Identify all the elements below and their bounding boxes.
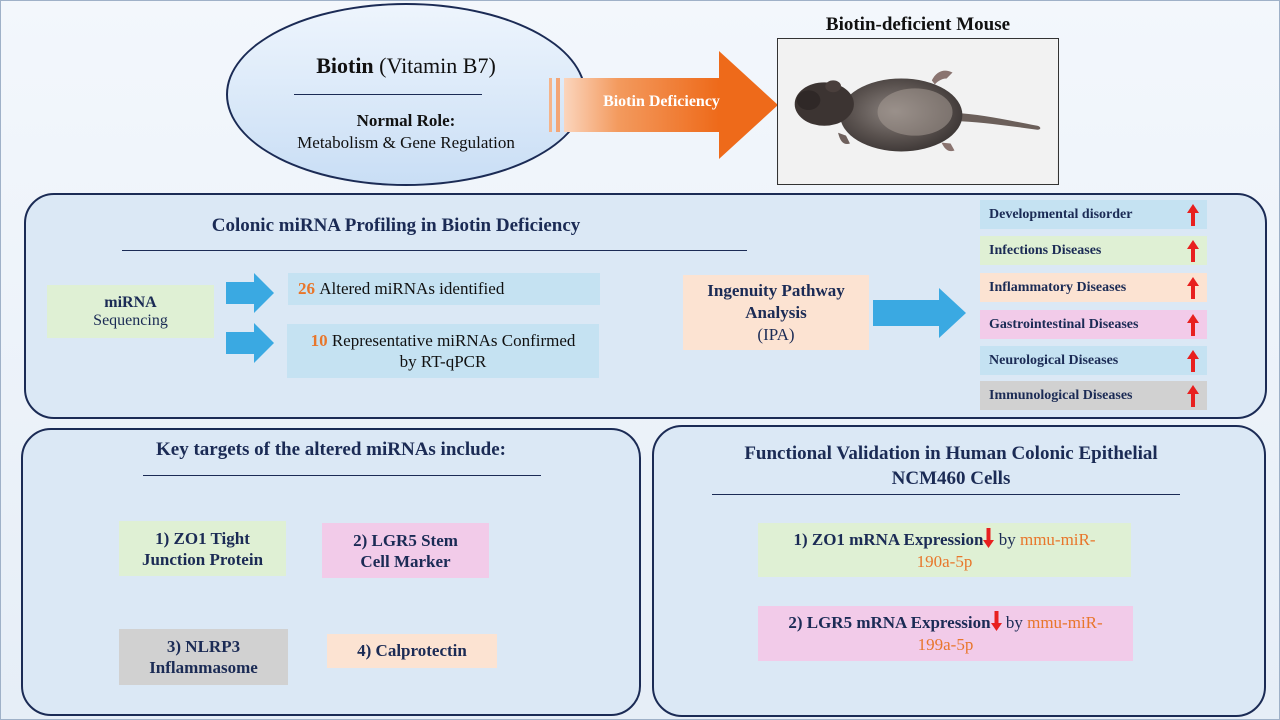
validation-lgr5-by: by <box>1005 613 1023 632</box>
validation-lgr5-text: 2) LGR5 mRNA Expression <box>788 613 991 632</box>
disease-item: Immunological Diseases <box>980 381 1207 410</box>
validation-lgr5-mirna-2: 199a-5p <box>917 635 974 654</box>
biotin-title: Biotin (Vitamin B7) <box>226 53 586 79</box>
ellipse-divider <box>294 94 482 95</box>
altered-count: 26 <box>298 279 315 298</box>
confirmed-count: 10 <box>310 331 328 350</box>
disease-item: Neurological Diseases <box>980 346 1207 375</box>
disease-item: Infections Diseases <box>980 236 1207 265</box>
validation-zo1-mirna-2: 190a-5p <box>916 551 973 571</box>
validation-lgr5-box: 2) LGR5 mRNA Expression by mmu-miR- 199a… <box>758 606 1133 661</box>
down-arrow-icon <box>990 611 1002 631</box>
flow-arrow-to-altered <box>226 273 274 313</box>
altered-mirnas-box: 26 Altered miRNAs identified <box>288 273 600 305</box>
confirmed-mirnas-box: 10 Representative miRNAs Confirmed by RT… <box>287 324 599 378</box>
disease-label: Inflammatory Diseases <box>989 279 1127 295</box>
target-zo1-line-1: 1) ZO1 Tight <box>155 528 250 548</box>
sequencing-label-1: miRNA <box>104 293 157 311</box>
sequencing-label-2: Sequencing <box>93 311 168 329</box>
biotin-name: Biotin <box>316 53 374 78</box>
normal-role-text: Metabolism & Gene Regulation <box>297 133 515 152</box>
disease-label: Infections Diseases <box>989 242 1102 258</box>
validation-lgr5-mirna-1: mmu-miR- <box>1027 613 1103 632</box>
disease-item: Gastrointestinal Diseases <box>980 310 1207 339</box>
validation-title-rule <box>712 494 1180 495</box>
ipa-box: Ingenuity Pathway Analysis (IPA) <box>683 275 869 350</box>
flow-arrow-to-confirmed <box>226 323 274 363</box>
target-lgr5-line-2: Cell Marker <box>360 551 451 571</box>
validation-title-line-2: NCM460 Cells <box>891 468 1011 489</box>
target-nlrp3: 3) NLRP3 Inflammasome <box>119 629 288 685</box>
profiling-title-rule <box>122 250 747 251</box>
down-arrow-icon <box>983 527 995 548</box>
confirmed-text-1: Representative miRNAs Confirmed <box>331 331 576 350</box>
disease-label: Immunological Diseases <box>989 387 1133 403</box>
target-lgr5: 2) LGR5 Stem Cell Marker <box>322 523 489 578</box>
targets-title-rule <box>143 475 541 476</box>
target-zo1-line-2: Junction Protein <box>141 549 264 569</box>
validation-title-line-1: Functional Validation in Human Colonic E… <box>744 443 1158 464</box>
biotin-deficiency-label: Biotin Deficiency <box>603 93 720 110</box>
up-arrow-icon <box>1187 239 1199 262</box>
disease-label: Neurological Diseases <box>989 352 1119 368</box>
target-nlrp3-line-2: Inflammasome <box>149 658 258 677</box>
ipa-line-1: Ingenuity Pathway <box>707 280 845 300</box>
mirna-sequencing-box: miRNA Sequencing <box>47 285 214 338</box>
biotin-alias: (Vitamin B7) <box>379 53 496 78</box>
altered-text: Altered miRNAs identified <box>319 279 505 298</box>
profiling-title: Colonic miRNA Profiling in Biotin Defici… <box>211 215 581 236</box>
target-calprotectin-label: 4) Calprotectin <box>357 641 467 660</box>
target-zo1: 1) ZO1 Tight Junction Protein <box>119 521 286 576</box>
validation-zo1-mirna-1: mmu-miR- <box>1019 529 1096 549</box>
target-calprotectin: 4) Calprotectin <box>327 634 497 668</box>
normal-role-label: Normal Role: <box>356 111 456 130</box>
up-arrow-icon <box>1187 203 1199 226</box>
flow-arrow-to-diseases <box>873 288 966 338</box>
target-nlrp3-line-1: 3) NLRP3 <box>166 637 241 656</box>
confirmed-text-2: by RT-qPCR <box>399 352 487 371</box>
disease-item: Developmental disorder <box>980 200 1207 229</box>
validation-zo1-by: by <box>998 529 1016 549</box>
ipa-line-2: Analysis <box>745 302 807 322</box>
up-arrow-icon <box>1187 384 1199 407</box>
validation-zo1-text: 1) ZO1 mRNA Expression <box>793 529 984 549</box>
biotin-deficiency-arrow <box>549 51 778 159</box>
up-arrow-icon <box>1187 349 1199 372</box>
targets-title: Key targets of the altered miRNAs includ… <box>155 439 507 460</box>
mouse-caption: Biotin-deficient Mouse <box>825 14 1011 35</box>
ipa-line-3: (IPA) <box>757 324 795 344</box>
disease-label: Gastrointestinal Diseases <box>989 316 1139 332</box>
up-arrow-icon <box>1187 276 1199 299</box>
validation-zo1-box: 1) ZO1 mRNA Expression by mmu-miR- 190a-… <box>758 523 1131 577</box>
mouse-photo <box>777 38 1059 185</box>
up-arrow-icon <box>1187 313 1199 336</box>
disease-item: Inflammatory Diseases <box>980 273 1207 302</box>
validation-title: Functional Validation in Human Colonic E… <box>661 441 1241 491</box>
disease-label: Developmental disorder <box>989 206 1133 222</box>
target-lgr5-line-1: 2) LGR5 Stem <box>353 530 458 550</box>
